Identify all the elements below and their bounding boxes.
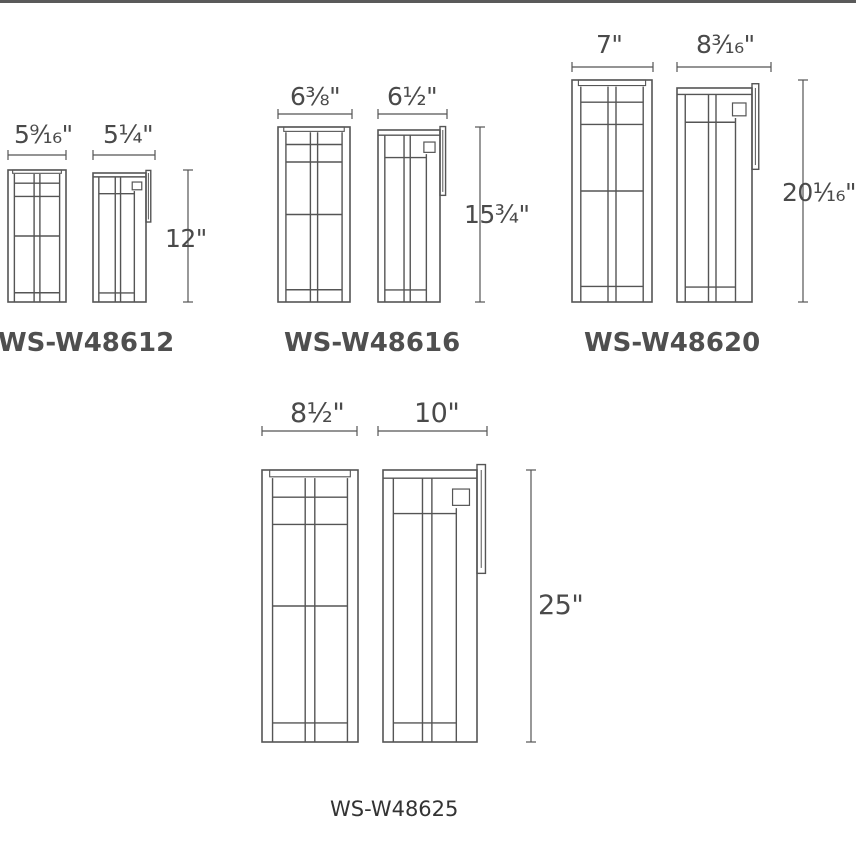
width-side-dimension-2 [377,109,448,119]
width-front-dimension-2 [277,109,353,119]
width-side-dimension-4 [377,426,488,436]
height-label-4: 25" [538,590,584,621]
width-side-dimension-1 [92,150,156,160]
fixture-outer-frame [92,172,147,303]
height-dimension-3 [798,79,808,303]
model-name-2: WS-W48616 [284,328,461,358]
front-view-3 [571,79,653,303]
model-name-4: WS-W48625 [330,797,459,821]
bracket-arm [731,102,747,117]
height-label-3: 20¹⁄₁₆" [782,178,856,207]
height-dimension-1 [183,169,193,303]
side-view-2 [377,125,447,303]
width-front-dimension-3 [571,62,654,72]
model-name-3: WS-W48620 [584,328,761,358]
width-side-label-4: 10" [414,398,460,429]
wall-plate [751,83,760,171]
bracket-arm [451,488,471,506]
fixture-top-cap [577,79,647,87]
fixture-outer-frame [676,87,753,303]
width-front-dimension-4 [261,426,358,436]
height-label-1: 12" [165,224,207,253]
fixture-top-cap [269,469,351,478]
width-front-label-3: 7" [596,30,623,59]
side-view-1 [92,169,152,303]
front-view-1 [7,169,67,303]
width-front-label-4: 8½" [290,398,345,429]
bracket-arm [131,181,143,191]
width-front-dimension-1 [7,150,67,160]
width-side-label-2: 6½" [387,82,438,111]
side-view-3 [676,83,760,303]
height-dimension-4 [526,469,536,743]
width-front-label-2: 6⅜" [290,82,341,111]
height-dimension-2 [475,126,485,303]
width-side-label-1: 5¼" [103,120,154,149]
width-front-label-1: 5⁹⁄₁₆" [14,120,73,149]
fixture-outer-frame [382,469,478,743]
wall-plate [439,125,447,197]
front-view-4 [261,469,359,743]
side-view-4 [382,463,487,743]
height-label-2: 15¾" [464,200,530,229]
model-name-1: WS-W48612 [0,328,175,358]
wall-plate [145,169,152,223]
top-border [0,0,856,3]
fixture-top-cap [12,169,62,174]
width-side-dimension-3 [676,62,772,72]
fixture-top-cap [283,126,345,132]
front-view-2 [277,126,351,303]
bracket-arm [423,141,436,153]
fixture-outer-frame [377,129,441,303]
width-side-label-3: 8³⁄₁₆" [696,30,755,59]
wall-plate [476,463,487,575]
